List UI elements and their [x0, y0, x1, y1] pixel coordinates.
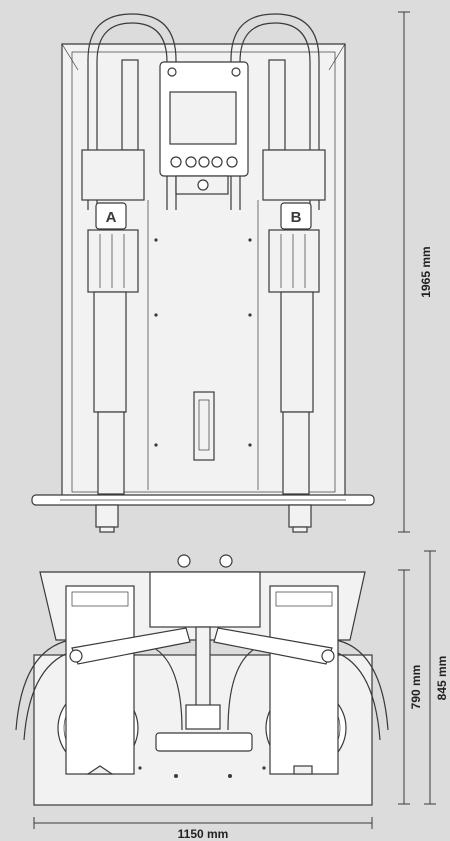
foot-right — [288, 504, 312, 528]
panel-screw-icon — [167, 67, 177, 77]
rivet — [154, 238, 158, 242]
top-pump-a-head — [71, 591, 129, 607]
top-view — [15, 554, 389, 806]
main-switch-icon — [197, 179, 209, 191]
hose-right-inner — [239, 22, 311, 210]
rivet — [228, 774, 232, 778]
rivet — [154, 443, 158, 447]
pump-a-head — [81, 149, 145, 201]
frame-corner-right — [328, 43, 346, 71]
pump-b-cylinder — [280, 291, 314, 413]
panel-knob-icon — [211, 156, 223, 168]
arm-left-joint — [69, 649, 83, 663]
frame-inner — [71, 51, 336, 493]
panel-knob-icon — [226, 156, 238, 168]
rivet — [154, 313, 158, 317]
rivet — [248, 238, 252, 242]
panel-knob-icon — [185, 156, 197, 168]
pump-a-rail — [121, 59, 139, 151]
pump-a-motor — [87, 229, 139, 293]
frame-corner-left — [61, 43, 79, 71]
pump-b-head — [262, 149, 326, 201]
rivet — [248, 313, 252, 317]
foot-left — [95, 504, 119, 528]
hose-left-outer-arc — [15, 639, 71, 731]
top-pump-a — [65, 585, 135, 775]
rivet — [174, 774, 178, 778]
pump-a-drum — [97, 411, 125, 495]
panel-knob-icon — [198, 156, 210, 168]
pump-a-badge — [95, 202, 127, 230]
panel-screw-icon — [231, 67, 241, 77]
pump-b-badge — [280, 202, 312, 230]
top-knob-icon — [219, 554, 233, 568]
foot-right-pad — [292, 526, 308, 533]
width-label: 1150 mm — [178, 827, 229, 841]
top-pump-b — [269, 585, 339, 775]
hose-left-inner — [96, 22, 168, 210]
dimension-height: 1965 mm — [398, 11, 433, 533]
height-label: 1965 mm — [419, 246, 433, 297]
top-center-handle — [155, 732, 253, 752]
pump-a-cylinder — [93, 291, 127, 413]
pump-a-label: A — [106, 209, 117, 226]
dimension-depth-inner: 790 mm — [398, 569, 423, 805]
control-screen — [169, 91, 237, 145]
rivet — [248, 443, 252, 447]
pump-b-label: B — [291, 209, 302, 226]
pump-b-motor — [268, 229, 320, 293]
panel-knob-icon — [170, 156, 182, 168]
hose-left-outer — [87, 13, 177, 210]
foot-left-pad — [99, 526, 115, 533]
dimension-width: 1150 mm — [33, 817, 373, 841]
arm-right-joint — [321, 649, 335, 663]
rivet — [262, 766, 266, 770]
top-center-box — [149, 571, 261, 628]
hose-right-outer-arc — [335, 639, 389, 731]
top-pump-b-head — [275, 591, 333, 607]
top-center-block — [185, 704, 221, 730]
rivet — [138, 766, 142, 770]
depth-inner-label: 790 mm — [409, 665, 423, 710]
depth-outer-label: 845 mm — [435, 656, 449, 701]
front-view: A B — [31, 13, 375, 533]
pump-b-marker-icon — [293, 765, 313, 775]
pump-a-marker-icon — [86, 765, 114, 775]
top-knob-icon — [177, 554, 191, 568]
pump-b-drum — [282, 411, 310, 495]
dimension-depth-outer: 845 mm — [424, 550, 449, 805]
center-bracket-slot — [198, 399, 210, 451]
pump-b-rail — [268, 59, 286, 151]
hose-right-outer — [230, 13, 320, 210]
top-center-column — [195, 626, 211, 708]
